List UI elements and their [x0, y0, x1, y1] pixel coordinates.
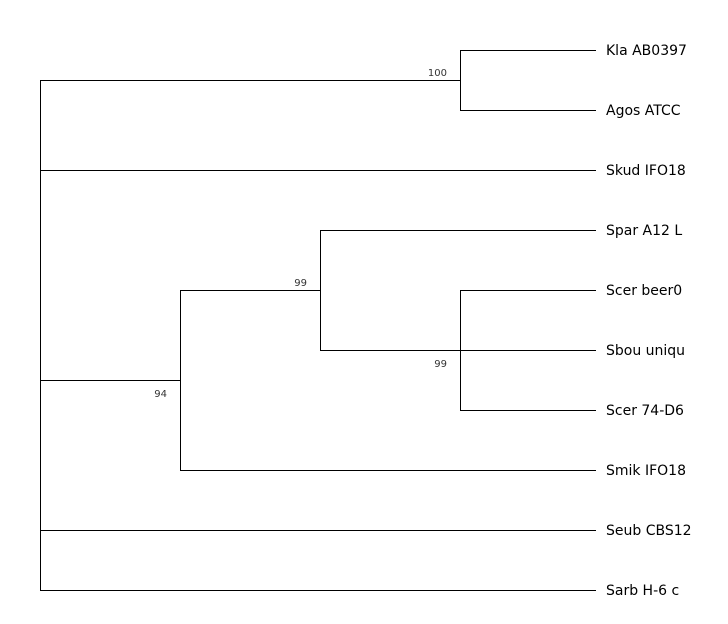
leaf-label-scer-74-d6: Scer 74-D6: [606, 403, 684, 419]
tree-branches: [40, 50, 596, 591]
support-labels: 100 99 99 94: [154, 68, 447, 400]
leaf-label-spar-a12-l: Spar A12 L: [606, 223, 682, 239]
leaf-label-sbou-uniqu: Sbou uniqu: [606, 343, 685, 359]
leaf-label-skud-ifo18: Skud IFO18: [606, 163, 686, 179]
leaf-labels: Kla AB0397 Agos ATCC Skud IFO18 Spar A12…: [606, 43, 692, 599]
leaf-label-seub-cbs12: Seub CBS12: [606, 523, 692, 539]
leaf-label-sarb-h-6-c: Sarb H-6 c: [606, 583, 679, 599]
leaf-label-smik-ifo18: Smik IFO18: [606, 463, 686, 479]
support-value-clade-99-lower: 99: [434, 359, 447, 370]
support-value-clade-94: 94: [154, 389, 167, 400]
leaf-label-agos-atcc: Agos ATCC: [606, 103, 681, 119]
leaf-label-kla-ab0397: Kla AB0397: [606, 43, 687, 59]
leaf-label-scer-beer0: Scer beer0: [606, 283, 682, 299]
support-value-clade-kla-agos: 100: [428, 68, 447, 79]
support-value-clade-99-upper: 99: [294, 278, 307, 289]
